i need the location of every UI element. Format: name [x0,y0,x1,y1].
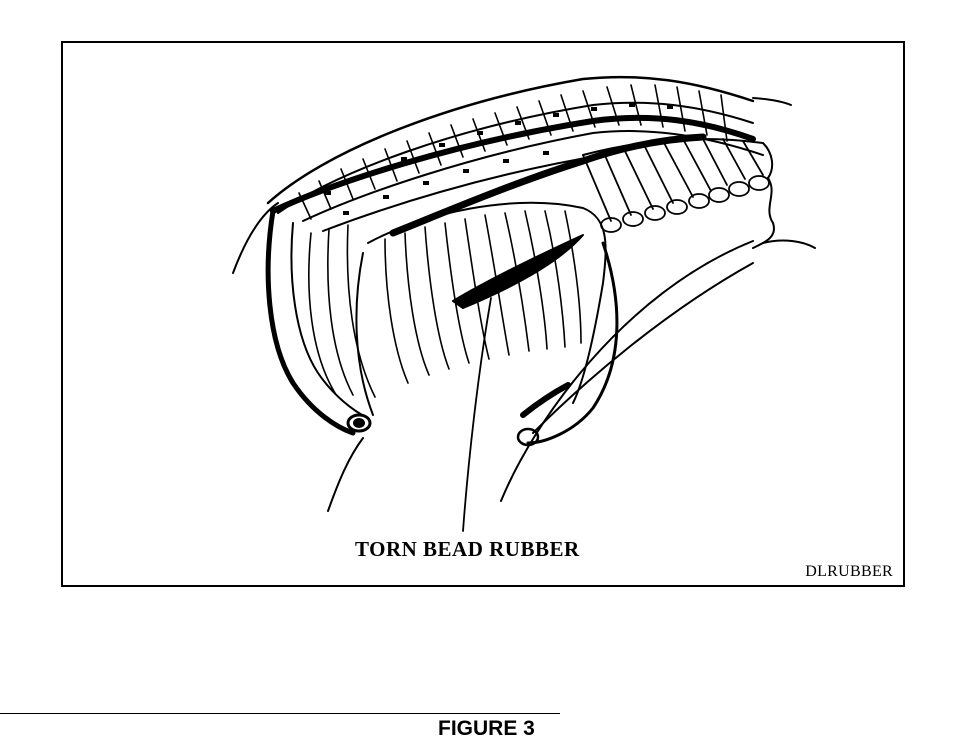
caption-divider [0,713,560,714]
rim-arc-top-right [752,97,792,106]
shoulder-ovals [600,175,770,233]
rim-arc-left [232,202,279,274]
inner-liner [367,201,607,404]
figure-caption: FIGURE 3 [438,717,535,740]
left-bead [346,413,372,433]
left-bead-core [353,418,365,428]
carcass-ply-lines [308,210,582,398]
tread-blocks [298,84,728,220]
shoulder-outline [582,138,774,179]
inner-liner-2 [355,252,374,416]
side-lugs [582,138,764,222]
right-sidewall-edge [752,177,775,249]
left-sidewall-outer [265,208,356,436]
rim-arc-lower [327,437,364,512]
figure-frame: TORN BEAD RUBBER DLRUBBER [61,41,905,587]
tire-cross-section-illustration [232,75,816,532]
left-sidewall-inner [290,222,369,419]
rim-arc-right [500,240,754,502]
right-bead [516,427,540,447]
right-sidewall-inner [532,262,754,434]
tread-base-2 [322,154,604,232]
tread-crown-outer [266,75,755,205]
callout-torn-bead-rubber: TORN BEAD RUBBER [355,537,580,561]
right-sidewall-outer [526,241,619,445]
image-code-label: DLRUBBER [805,563,893,580]
rim-arc-right-outer [762,239,816,249]
tread-crown-inner [277,101,754,214]
right-sidewall-dark [520,382,571,418]
belt-band-outer [270,114,756,214]
torn-bead-rubber-area [452,234,584,309]
callout-leader-line [462,297,492,532]
